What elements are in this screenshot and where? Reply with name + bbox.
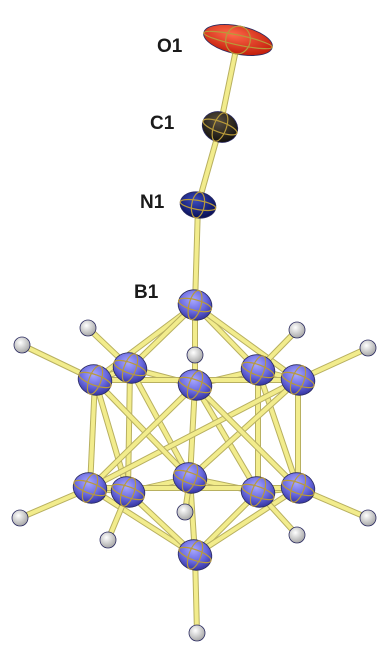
atom-H7 (11, 509, 29, 527)
atom-Bt5 (280, 364, 316, 396)
bond-B12-Bb5 (193, 486, 300, 557)
atom-Bb4 (240, 476, 276, 508)
atom-Bt1 (77, 364, 113, 396)
bond-Bt2-Bb2 (126, 366, 132, 494)
atom-N1 (179, 191, 217, 219)
bond-Bt5-Bb3 (188, 378, 300, 480)
atom-label-b1: B1 (134, 282, 159, 303)
atom-H6 (186, 346, 204, 364)
bond-Bt4-Bb5 (256, 368, 300, 490)
atoms-layer (11, 24, 377, 642)
atom-B12 (177, 539, 213, 571)
atom-Bb2 (110, 476, 146, 508)
atom-H2 (79, 319, 97, 337)
bond-Bt3-Bb5 (193, 383, 300, 490)
atom-H5 (359, 339, 377, 357)
atom-H9 (99, 531, 117, 549)
atom-label-o1: O1 (157, 36, 183, 57)
atom-Bb5 (280, 472, 316, 504)
atom-B1 (177, 289, 213, 321)
atom-label-n1: N1 (140, 192, 165, 213)
atom-O1 (203, 24, 273, 56)
bond-Bt3-Bb1 (88, 383, 197, 490)
bond-Bt3-Bb4 (193, 383, 260, 494)
atom-Bt3 (177, 369, 213, 401)
atom-H11 (176, 503, 194, 521)
atom-Bt2 (112, 352, 148, 384)
bond-B1-Bt5 (193, 303, 300, 382)
atom-label-c1: C1 (150, 113, 175, 134)
bond-Bt1-Bb3 (93, 378, 192, 480)
atom-Bt4 (240, 354, 276, 386)
atom-H12 (188, 624, 206, 642)
bond-Bt1-Bb1 (88, 378, 97, 490)
bond-Bt5-Bb1 (88, 378, 300, 490)
bond-N1-B1 (193, 203, 200, 307)
atom-H10 (288, 526, 306, 544)
atom-Bb1 (72, 472, 108, 504)
atom-H4 (13, 336, 31, 354)
atom-H8 (359, 509, 377, 527)
bond-B12-Bb1 (88, 486, 197, 557)
atom-H3 (288, 321, 306, 339)
atom-Bb3 (172, 462, 208, 494)
atom-C1 (201, 111, 239, 143)
